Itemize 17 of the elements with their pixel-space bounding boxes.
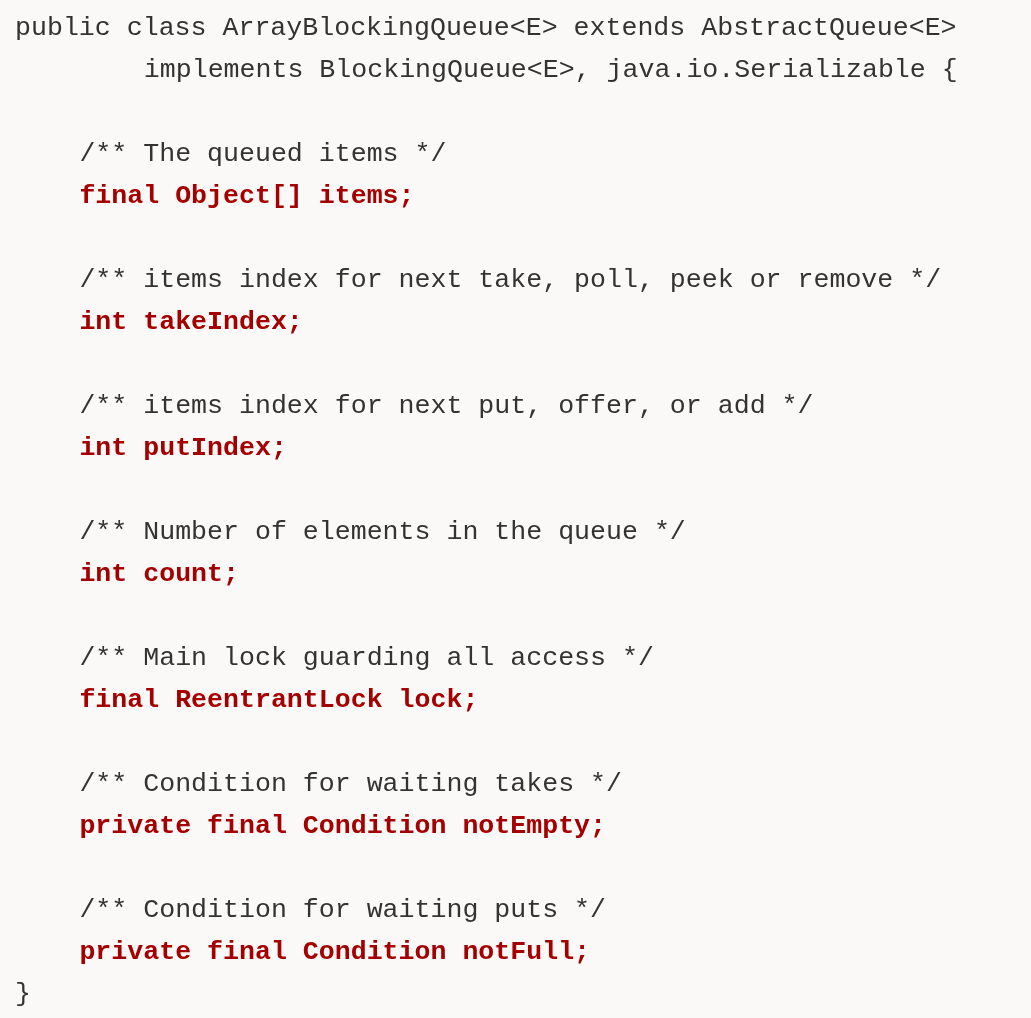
- code-comment: /** The queued items */: [79, 138, 447, 171]
- code-line: }: [15, 978, 31, 1011]
- field-declaration: final Object[] items;: [79, 180, 415, 213]
- code-comment: /** items index for next take, poll, peek or remove */: [79, 264, 942, 297]
- field-declaration: int takeIndex;: [79, 306, 303, 339]
- field-declaration: final ReentrantLock lock;: [79, 684, 479, 717]
- code-comment: /** items index for next put, offer, or add */: [79, 390, 814, 423]
- code-line: implements BlockingQueue<E>, java.io.Serializable {: [143, 54, 958, 87]
- field-declaration: private final Condition notEmpty;: [79, 810, 607, 843]
- code-comment: /** Condition for waiting puts */: [79, 894, 607, 927]
- code-comment: /** Number of elements in the queue */: [79, 516, 686, 549]
- code-line: public class ArrayBlockingQueue<E> extends AbstractQueue<E>: [15, 12, 957, 45]
- field-declaration: int putIndex;: [79, 432, 287, 465]
- code-comment: /** Main lock guarding all access */: [79, 642, 654, 675]
- code-comment: /** Condition for waiting takes */: [79, 768, 622, 801]
- field-declaration: int count;: [79, 558, 239, 591]
- field-declaration: private final Condition notFull;: [79, 936, 591, 969]
